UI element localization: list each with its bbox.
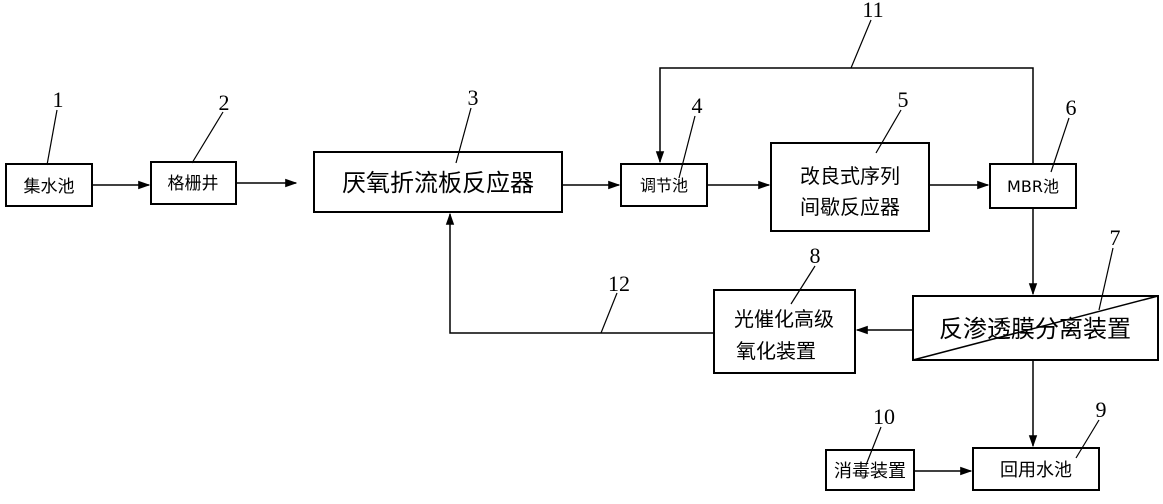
box-ro-membrane: 反渗透膜分离装置 — [912, 295, 1159, 361]
leader-7 — [1098, 247, 1114, 311]
leader-10 — [865, 426, 882, 466]
ref-number-2: 2 — [219, 90, 230, 115]
ro-membrane-label: 反渗透膜分离装置 — [939, 315, 1131, 343]
ro-membrane-diagonal — [912, 295, 1159, 361]
regulating-pool-label: 调节池 — [640, 176, 688, 195]
leader-1 — [46, 109, 58, 166]
leader-3 — [455, 107, 472, 164]
arrow-mbr-to-regulating — [655, 67, 1034, 164]
leader-2 — [191, 111, 224, 164]
disinfection-label: 消毒装置 — [834, 461, 906, 482]
ref-number-9: 9 — [1096, 397, 1107, 422]
leader-9 — [1075, 419, 1100, 459]
ref-number-10: 10 — [873, 404, 895, 429]
leader-5 — [875, 109, 902, 154]
mbr-pool-label: MBR池 — [1007, 177, 1059, 196]
ref-number-12: 12 — [608, 271, 630, 296]
ref-number-4: 4 — [692, 93, 703, 118]
sbr-label-line1: 改良式序列 — [800, 164, 900, 188]
ref-number-5: 5 — [898, 87, 909, 112]
collect-pool-label: 集水池 — [24, 177, 75, 197]
box-photocatalysis: 光催化高级 氧化装置 — [713, 289, 856, 374]
box-sbr-reactor: 改良式序列 间歇反应器 — [770, 142, 930, 232]
ref-number-3: 3 — [468, 85, 479, 110]
abr-reactor-label: 厌氧折流板反应器 — [342, 169, 534, 197]
reuse-pool-label: 回用水池 — [1000, 460, 1072, 481]
grid-well-label: 格栅井 — [168, 174, 219, 194]
ref-number-1: 1 — [53, 87, 64, 112]
ref-number-11: 11 — [862, 0, 883, 22]
box-regulating-pool: 调节池 — [620, 163, 708, 207]
ref-number-8: 8 — [810, 243, 821, 268]
photocatalysis-label-line1: 光催化高级 — [734, 307, 834, 331]
box-grid-well: 格栅井 — [150, 161, 237, 205]
arrow-photocatalysis-to-abr — [445, 212, 714, 334]
leader-4 — [678, 115, 696, 179]
sbr-label-line2: 间歇反应器 — [800, 195, 900, 219]
box-disinfection: 消毒装置 — [825, 449, 915, 491]
box-mbr-pool: MBR池 — [989, 163, 1077, 209]
box-abr-reactor: 厌氧折流板反应器 — [313, 151, 563, 213]
photocatalysis-label-line2: 氧化装置 — [736, 339, 816, 363]
box-reuse-pool: 回用水池 — [972, 447, 1100, 491]
leader-8 — [790, 265, 816, 305]
leader-6 — [1050, 117, 1070, 173]
leader-12 — [600, 292, 618, 334]
ref-number-6: 6 — [1066, 95, 1077, 120]
box-collect-pool: 集水池 — [5, 163, 93, 207]
leader-11 — [850, 19, 872, 69]
ref-number-7: 7 — [1110, 225, 1121, 250]
